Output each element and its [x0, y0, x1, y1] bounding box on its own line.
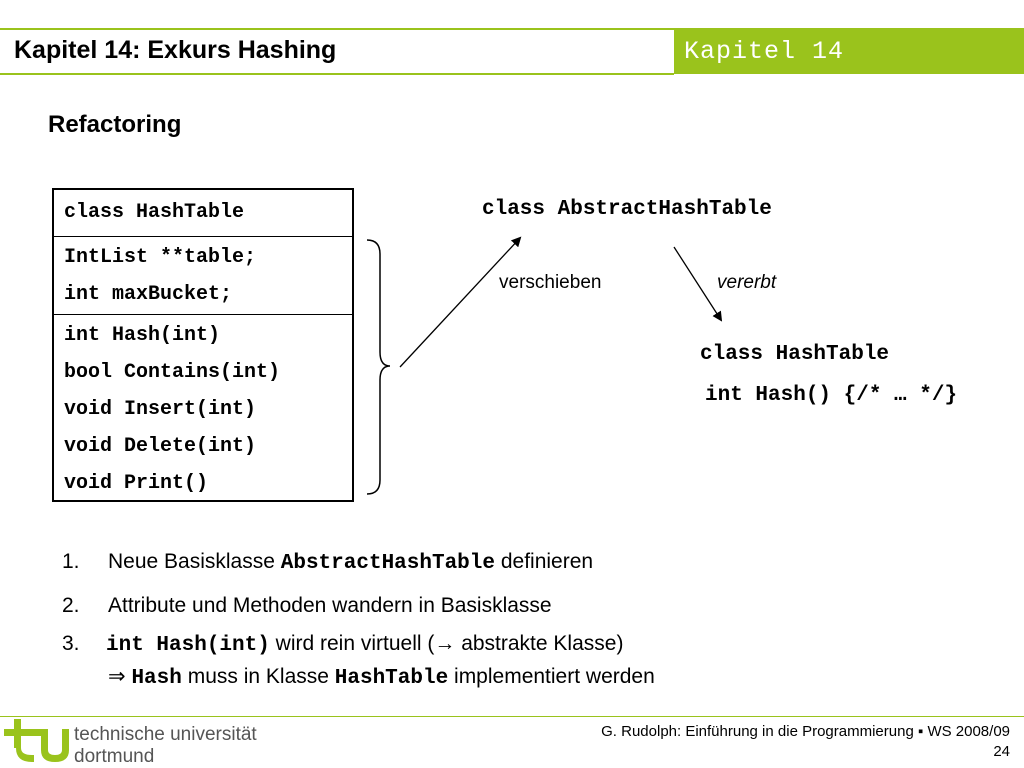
uml-method: int Hash(int): [64, 324, 221, 347]
uml-attribute: int maxBucket;: [64, 283, 233, 306]
footer-line: [0, 716, 1024, 717]
course-info: G. Rudolph: Einführung in die Programmie…: [601, 723, 1010, 740]
slide-subtitle: Refactoring: [48, 111, 182, 138]
uml-attribute: IntList **table;: [64, 246, 257, 269]
uml-class-name-section: class HashTable: [54, 190, 352, 237]
derived-class-name: class HashTable: [700, 343, 890, 366]
page-number: 24: [993, 743, 1010, 760]
university-name: technische universität dortmund: [74, 724, 257, 767]
curly-brace: [366, 239, 391, 495]
tu-logo-icon: [4, 719, 69, 762]
list-item: 2. Attribute und Methoden wandern in Bas…: [62, 594, 552, 617]
header-underline: [0, 73, 674, 75]
uml-method: void Print(): [64, 472, 209, 495]
derived-class-method: int Hash() {/* … */}: [705, 384, 958, 407]
uml-class-name: class HashTable: [64, 201, 245, 224]
uml-method: bool Contains(int): [64, 361, 281, 384]
move-label: verschieben: [499, 272, 602, 293]
inherit-label: vererbt: [717, 272, 777, 293]
inherit-arrow: [673, 246, 723, 322]
list-item: 1. Neue Basisklasse AbstractHashTable de…: [62, 550, 594, 575]
move-arrow: [399, 236, 522, 368]
uml-method: void Delete(int): [64, 435, 257, 458]
uml-methods-section: int Hash(int) bool Contains(int) void In…: [54, 315, 352, 502]
abstract-class-name: class AbstractHashTable: [482, 198, 772, 221]
header-top-line: [0, 28, 1024, 30]
chapter-badge: Kapitel 14: [674, 30, 1024, 74]
list-item-continuation: ⇒ Hash muss in Klasse HashTable implemen…: [108, 665, 655, 690]
uml-class-box: class HashTable IntList **table; int max…: [52, 188, 354, 502]
uml-attributes-section: IntList **table; int maxBucket;: [54, 237, 352, 315]
uml-method: void Insert(int): [64, 398, 257, 421]
page-title: Kapitel 14: Exkurs Hashing: [14, 36, 337, 64]
footer-info: G. Rudolph: Einführung in die Programmie…: [601, 722, 1010, 762]
list-item: 3. int Hash(int) wird rein virtuell (→ a…: [62, 632, 624, 657]
